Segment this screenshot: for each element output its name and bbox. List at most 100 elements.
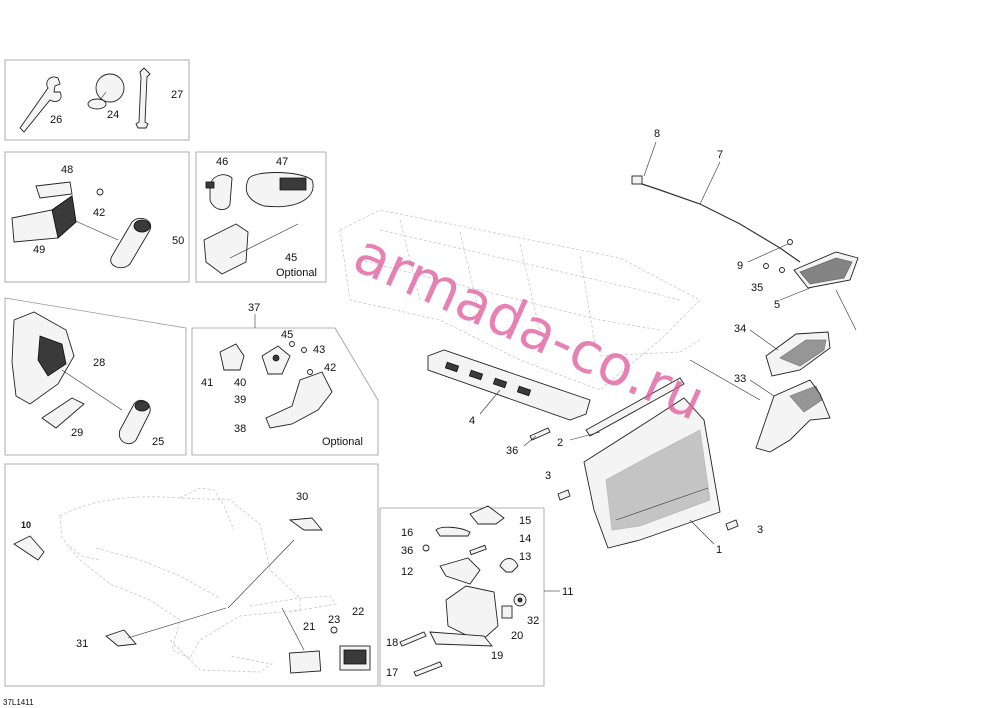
label-25: 25 — [152, 436, 164, 448]
decal-30 — [288, 517, 323, 531]
spanner-wrench — [19, 76, 62, 133]
plate-21 — [288, 650, 322, 674]
side-panel-shield — [11, 311, 75, 405]
box-22 — [339, 645, 371, 671]
optional-heater-box: 46 47 45 Optional — [195, 151, 327, 283]
label-39: 39 — [234, 394, 246, 406]
pin-14 — [469, 544, 487, 556]
label-36-box: 36 — [401, 545, 413, 557]
label-37: 37 — [248, 302, 260, 314]
rail-4 — [427, 349, 591, 421]
washer-3-left — [557, 489, 571, 501]
label-4: 4 — [469, 415, 475, 427]
cover-bag — [11, 181, 77, 243]
label-29: 29 — [71, 427, 83, 439]
label-50: 50 — [172, 235, 184, 247]
label-19: 19 — [491, 650, 503, 662]
label-1: 1 — [716, 544, 722, 556]
strip-2 — [585, 377, 685, 437]
label-2: 2 — [557, 437, 563, 449]
label-32: 32 — [527, 615, 539, 627]
screw-17 — [413, 661, 443, 677]
label-21: 21 — [303, 621, 315, 633]
tools-box: 26 24 27 — [4, 59, 190, 141]
plate-holder — [429, 585, 499, 647]
shield-kit-box: 28 29 25 — [4, 297, 187, 456]
taillight-5 — [793, 251, 859, 289]
bracket-12 — [439, 557, 481, 585]
label-14: 14 — [519, 533, 531, 545]
label-34: 34 — [734, 323, 746, 335]
strap-loop — [245, 172, 314, 208]
mirror-kit-box: 37 45 43 42 41 40 39 38 Optional — [191, 302, 379, 456]
snowmobile-outline — [59, 487, 337, 673]
label-12: 12 — [401, 566, 413, 578]
bulb-16 — [435, 526, 471, 537]
label-45-box: 45 — [281, 329, 293, 341]
bracket-38 — [265, 371, 333, 429]
cord-loop — [205, 174, 233, 210]
label-20: 20 — [511, 630, 523, 642]
washer-3-right — [725, 519, 739, 531]
label-46: 46 — [216, 156, 228, 168]
label-40: 40 — [234, 377, 246, 389]
decal-10 — [13, 535, 45, 561]
label-30: 30 — [296, 491, 308, 503]
frame-ghost — [339, 209, 701, 391]
spray-can-2 — [118, 399, 151, 444]
cover-15 — [469, 505, 505, 525]
clamp-41 — [219, 343, 245, 371]
label-10: 10 — [21, 520, 31, 530]
nut-20 — [501, 605, 513, 619]
harness-7 — [631, 175, 801, 263]
heater-pad — [203, 223, 299, 275]
label-38: 38 — [234, 423, 246, 435]
label-42-top: 42 — [93, 207, 105, 219]
mount-40 — [261, 345, 291, 375]
label-5: 5 — [774, 299, 780, 311]
label-35: 35 — [751, 282, 763, 294]
label-36-main: 36 — [506, 445, 518, 457]
label-16: 16 — [401, 527, 413, 539]
decal-31 — [105, 629, 137, 647]
label-28: 28 — [93, 357, 105, 369]
label-7: 7 — [717, 149, 723, 161]
label-42-box: 42 — [324, 362, 336, 374]
label-48: 48 — [61, 164, 73, 176]
label-18: 18 — [386, 637, 398, 649]
label-26: 26 — [50, 114, 62, 126]
label-3-left: 3 — [545, 470, 551, 482]
label-45-top: 45 — [285, 252, 297, 264]
label-43: 43 — [313, 344, 325, 356]
spray-can — [110, 217, 152, 269]
optional-label-1: Optional — [276, 267, 317, 279]
label-24: 24 — [107, 109, 119, 121]
label-9: 9 — [737, 260, 743, 272]
cover-kit-box: 48 42 49 50 — [4, 151, 190, 283]
open-end-wrench — [135, 67, 151, 129]
label-31: 31 — [76, 638, 88, 650]
label-13: 13 — [519, 551, 531, 563]
main-assembly: 8 7 9 35 5 34 33 4 2 36 3 3 1 — [339, 128, 859, 556]
plate-bracket-box: 16 15 14 13 36 12 11 32 20 18 19 17 — [379, 505, 573, 687]
label-27: 27 — [171, 89, 183, 101]
clip-13 — [499, 558, 519, 573]
snowmobile-box: 10 30 31 21 22 23 — [4, 463, 379, 687]
clip-bracket — [41, 397, 85, 429]
bracket-33 — [755, 379, 831, 453]
label-47: 47 — [276, 156, 288, 168]
label-23: 23 — [328, 614, 340, 626]
bolt-18 — [399, 631, 427, 647]
label-22: 22 — [352, 606, 364, 618]
label-11: 11 — [562, 586, 573, 598]
label-41: 41 — [201, 377, 213, 389]
label-3-right: 3 — [757, 524, 763, 536]
drawing-code: 37L1411 — [3, 698, 34, 707]
housing-34 — [765, 331, 831, 377]
label-15: 15 — [519, 515, 531, 527]
label-17: 17 — [386, 667, 398, 679]
grommet-32 — [513, 593, 527, 607]
flap-1 — [583, 397, 721, 549]
label-33: 33 — [734, 373, 746, 385]
